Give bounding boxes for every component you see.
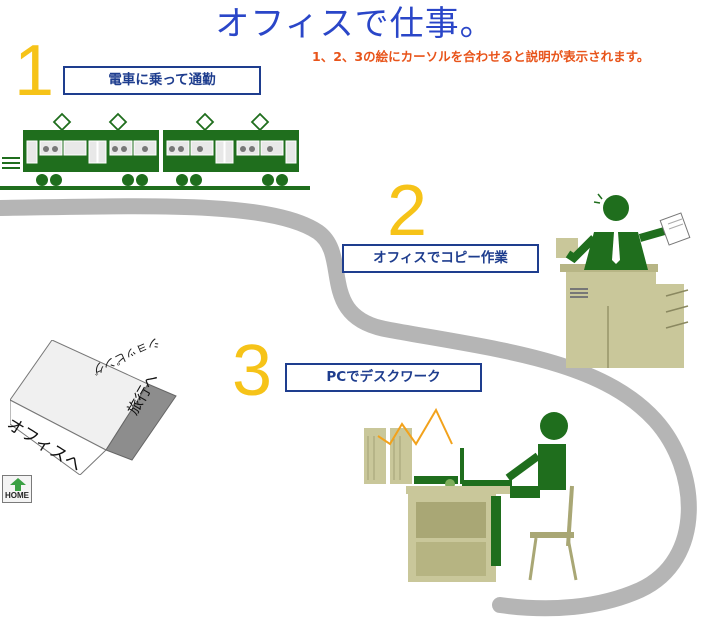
step-3-label[interactable]: PCでデスクワーク: [285, 363, 482, 392]
hover-hint-text: 1、2、3の絵にカーソルを合わせると説明が表示されます。: [312, 49, 650, 64]
desk-work-illustration[interactable]: [358, 396, 588, 586]
home-label: HOME: [5, 491, 29, 500]
train-illustration[interactable]: [0, 110, 315, 192]
step-1-label[interactable]: 電車に乗って通勤: [63, 66, 261, 95]
step-3-number: 3: [232, 331, 273, 411]
step-1-number: 1: [14, 31, 55, 111]
page-title: オフィスで仕事。: [215, 4, 495, 44]
step-2-number: 2: [387, 171, 428, 251]
home-button[interactable]: HOME: [2, 475, 32, 503]
copier-illustration[interactable]: [548, 186, 698, 371]
navigation-cube[interactable]: オフィスへ 旅行へ ショッピング: [3, 335, 180, 476]
step-2-label[interactable]: オフィスでコピー作業: [342, 244, 539, 273]
up-arrow-icon: [10, 478, 26, 491]
